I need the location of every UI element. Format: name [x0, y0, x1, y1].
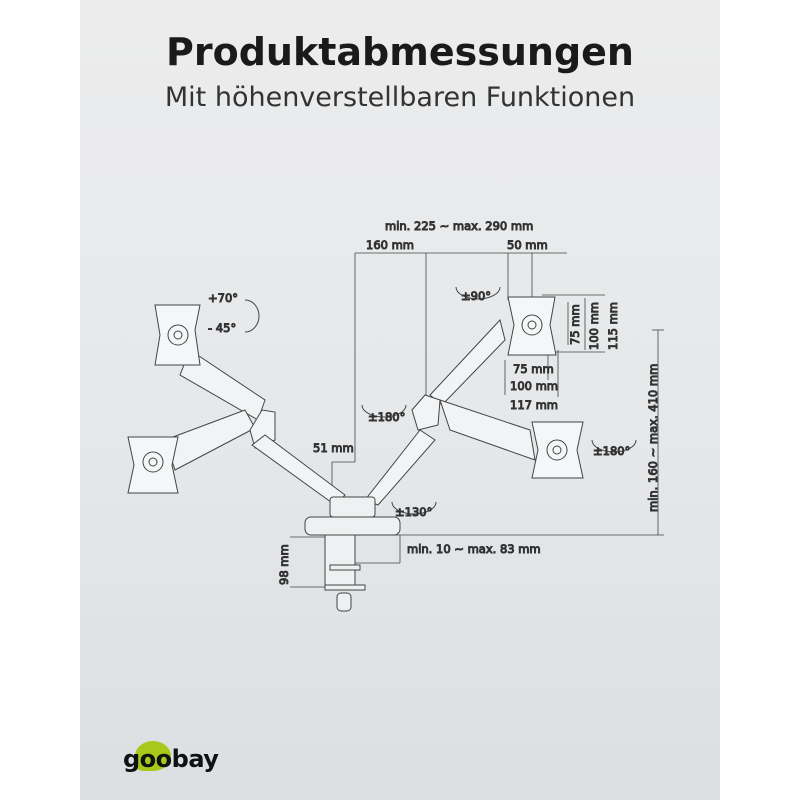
- label-pole-width: 51 mm: [313, 441, 354, 455]
- label-plate-offset: 50 mm: [507, 238, 548, 252]
- label-rotation-base: ±130°: [395, 505, 432, 519]
- label-vesa-h100: 100 mm: [510, 379, 558, 393]
- label-plate-width: 117 mm: [510, 398, 558, 412]
- label-rotation-arm: ±180°: [368, 410, 405, 424]
- page-title: Produktabmessungen: [166, 30, 634, 74]
- label-tilt-down: - 45°: [208, 321, 236, 335]
- label-tilt-up: +70°: [208, 291, 238, 305]
- right-arm: [364, 318, 536, 506]
- label-vesa-v100: 100 mm: [587, 302, 601, 350]
- left-arm: [164, 349, 346, 506]
- vesa-plate-bottom-left: [127, 436, 179, 494]
- label-arm-offset: 160 mm: [366, 238, 414, 252]
- label-clamp-height: 98 mm: [277, 544, 291, 585]
- label-rotation-right: ±180°: [593, 444, 630, 458]
- logo-bubble: [135, 741, 171, 771]
- label-arm-reach: min. 225 ~ max. 290 mm: [385, 219, 533, 233]
- dimension-lines: [290, 252, 664, 588]
- label-vesa-h75: 75 mm: [513, 362, 554, 376]
- label-plate-height: 115 mm: [606, 302, 620, 350]
- label-desk-thickness: min. 10 ~ max. 83 mm: [407, 542, 541, 556]
- label-height-range: min. 160 ~ max. 410 mm: [646, 364, 660, 512]
- rotation-arrows: [244, 286, 637, 515]
- page-subtitle: Mit höhenverstellbaren Funktionen: [164, 82, 636, 113]
- label-rotation-plate: ±90°: [461, 289, 491, 303]
- vesa-plate-top-left: [154, 304, 201, 366]
- background-panel: [80, 0, 720, 800]
- vesa-plate-bottom-right: [531, 421, 584, 479]
- base-clamp: [304, 496, 401, 612]
- label-vesa-v75: 75 mm: [568, 304, 582, 345]
- vesa-plate-top-right: [507, 296, 557, 356]
- logo-text: goobay: [123, 745, 219, 773]
